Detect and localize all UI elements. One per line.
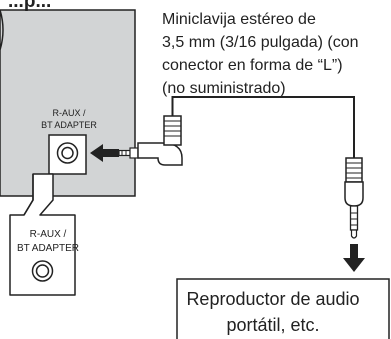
zoom-callout-pointer — [23, 174, 34, 216]
zoom-jack-label-line1: R-AUX / — [29, 229, 67, 240]
down-arrow — [343, 244, 365, 272]
page-heading: ...p... — [8, 0, 52, 12]
cable-label-line2: 3,5 mm (3/16 pulgada) (con — [162, 34, 359, 51]
zoom-jack-label-line2: BT ADAPTER — [16, 243, 80, 254]
cable-label-line4: (no suministrado) — [162, 80, 286, 97]
l-plug — [118, 115, 183, 166]
zoom-jack-inner — [35, 264, 50, 278]
player-box — [176, 278, 390, 339]
jack-label-line1: R-AUX / — [52, 108, 86, 118]
cable — [171, 96, 355, 160]
player-label-line1: Reproductor de audio — [186, 289, 360, 309]
insert-arrow — [90, 144, 119, 162]
straight-plug — [344, 157, 364, 239]
cable-label-line1: Miniclavija estéreo de — [162, 11, 316, 28]
player-label-line2: portátil, etc. — [226, 315, 320, 335]
cable-label-line3: conector en forma de “L”) — [162, 57, 343, 74]
jack-label-line2: BT ADAPTER — [41, 120, 97, 130]
jack-socket-inner — [61, 146, 74, 160]
